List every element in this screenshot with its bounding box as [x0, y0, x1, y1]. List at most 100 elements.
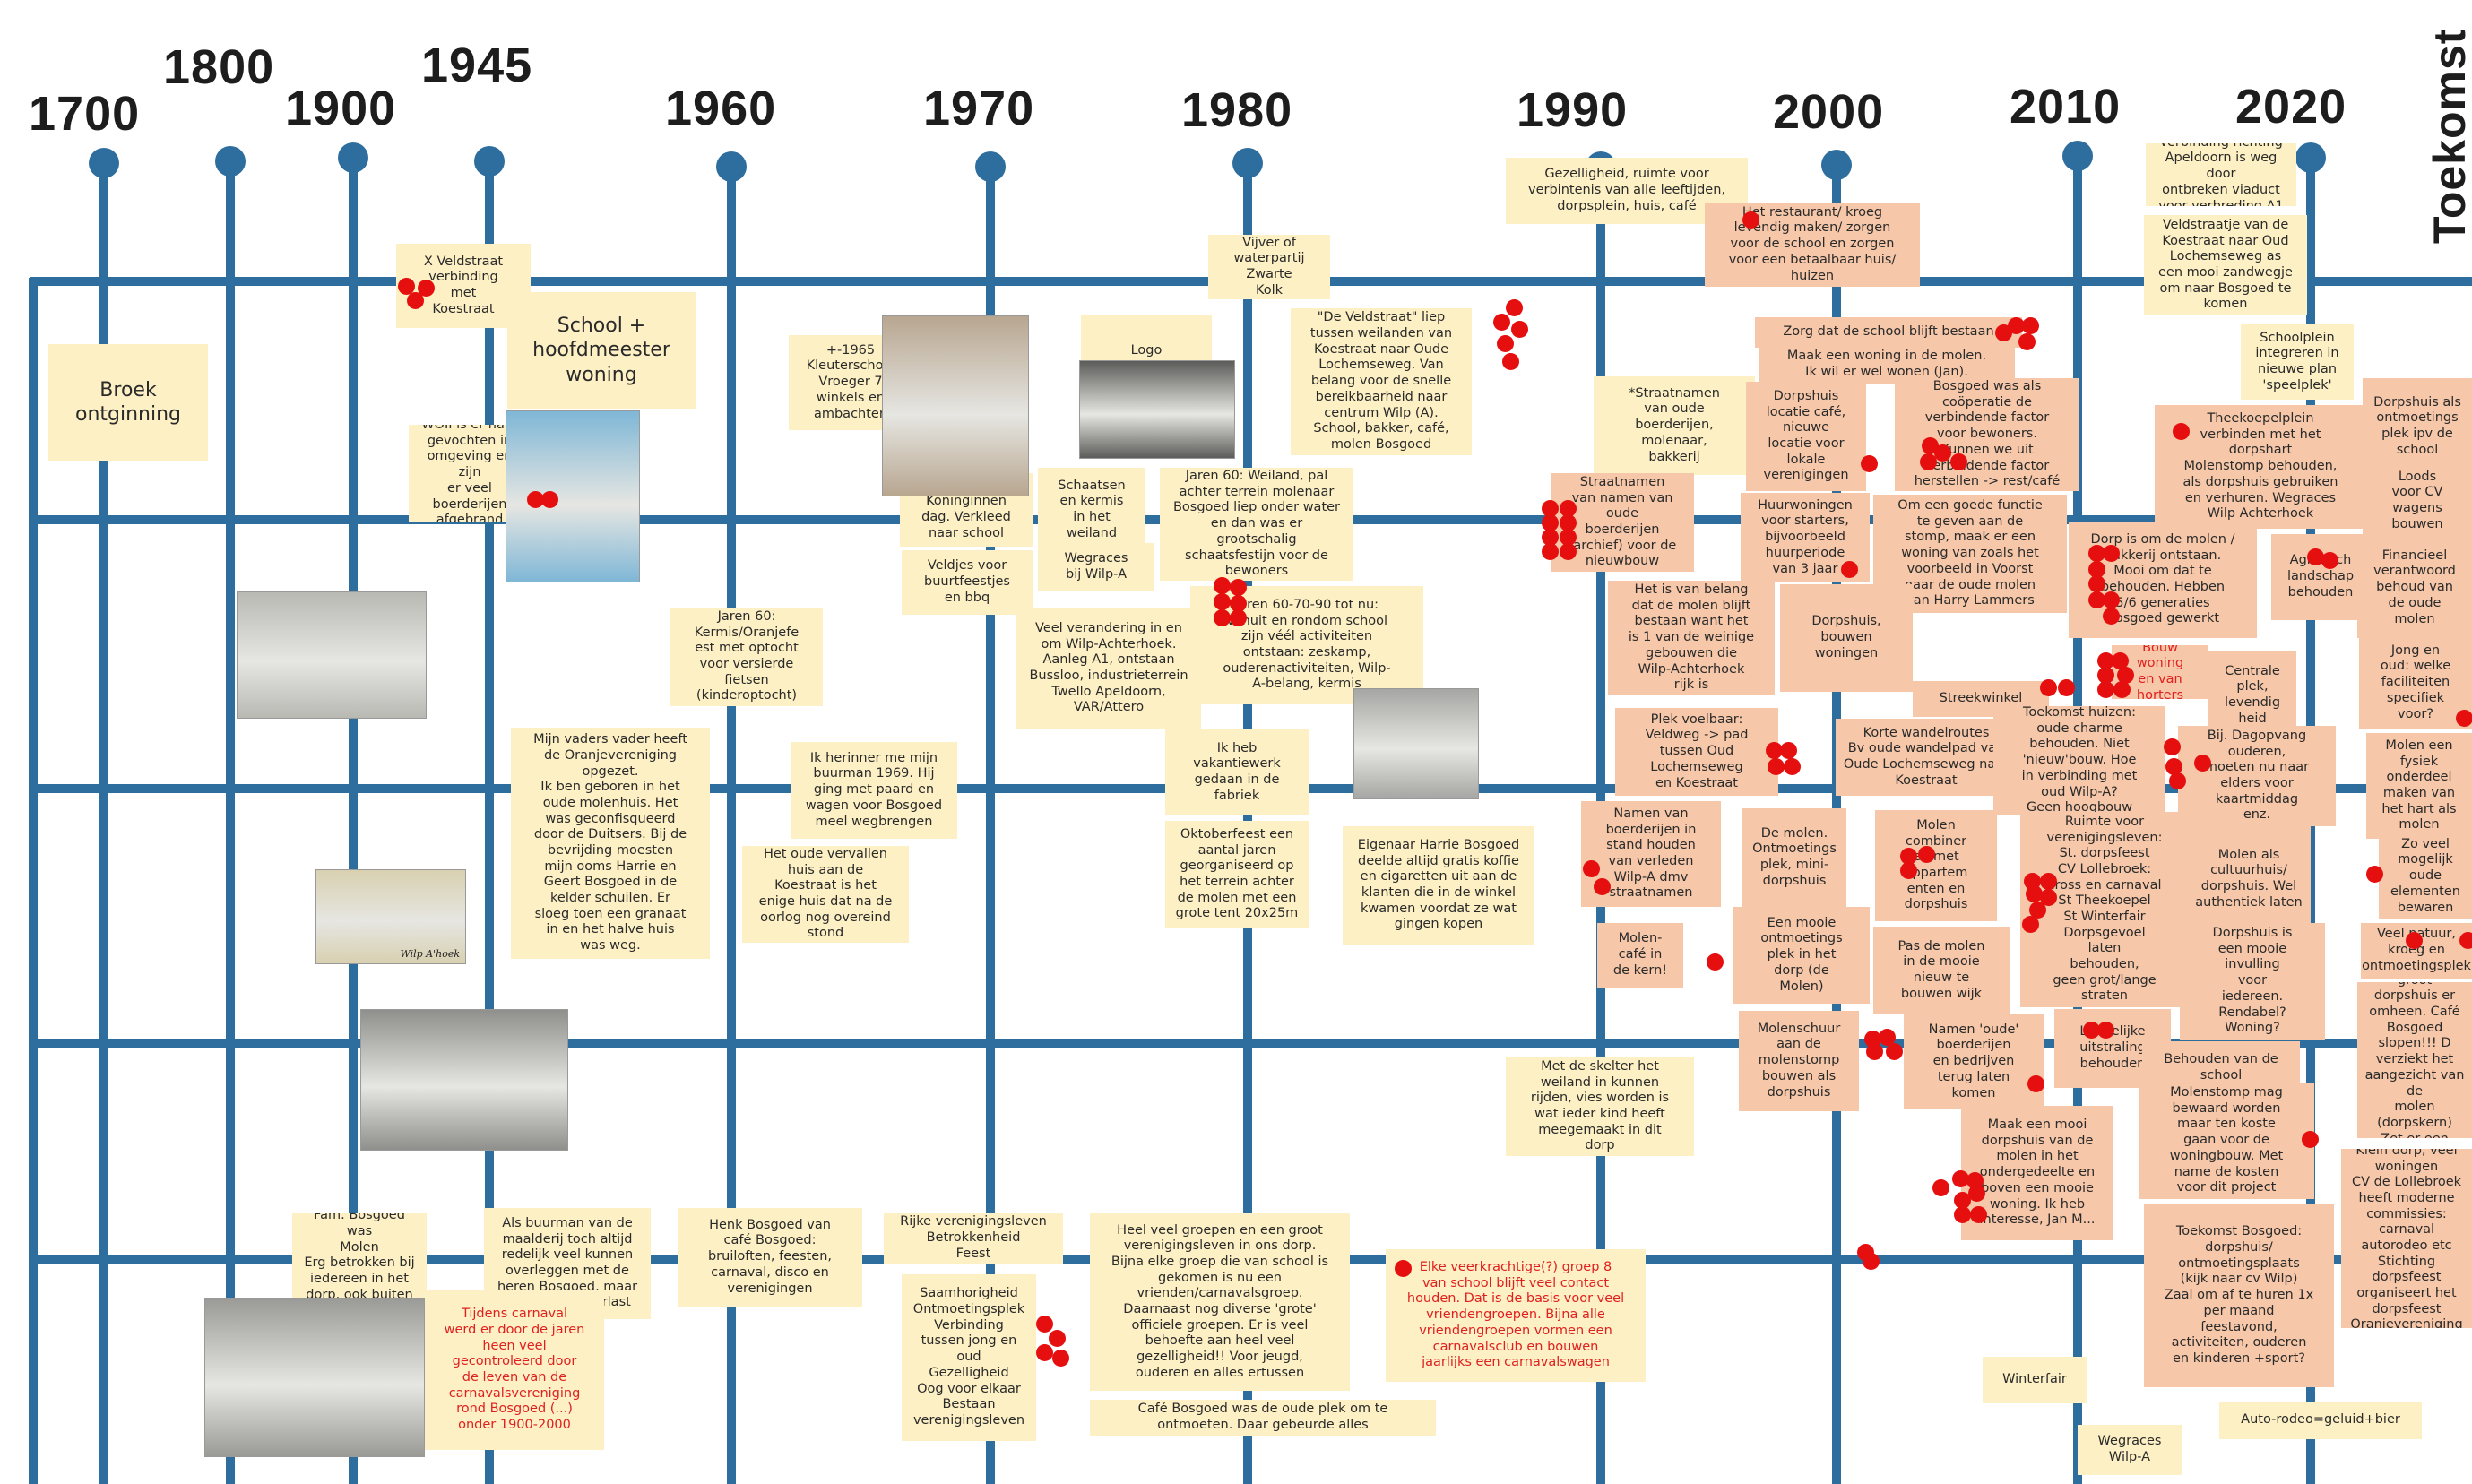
vote-dot: [1707, 953, 1724, 971]
sticky-note: Namen 'oude' boerderijen en bedrijven te…: [1904, 1014, 2044, 1109]
year-label-2020: 2020: [2235, 80, 2347, 134]
sticky-note-text: Café Bosgoed was de oude plek om te ontm…: [1137, 1402, 1388, 1432]
sticky-note: Saamhorigheid Ontmoetingsplek Verbinding…: [902, 1274, 1036, 1441]
year-dot-7: [1232, 148, 1263, 178]
vote-dot: [1866, 1043, 1883, 1060]
vote-dot: [1970, 1206, 1987, 1223]
sticky-note: Schaatsen en kermis in het weiland: [1038, 468, 1145, 552]
sticky-note: Bosgoed was als coöperatie de verbindend…: [1895, 378, 2079, 491]
sticky-note-text: Maak een mooi dorpshuis van de molen in …: [1979, 1117, 2096, 1228]
vote-dot: [541, 491, 558, 508]
vote-dot: [1954, 1192, 1971, 1209]
future-label: Toekomst: [2424, 28, 2472, 244]
vote-dot: [1861, 455, 1878, 472]
sticky-note-text: Behouden van de school: [2164, 1052, 2278, 1083]
vote-dot: [1841, 561, 1858, 578]
sticky-note-text: Molen- café in de kern!: [1612, 931, 1668, 978]
sticky-note: Korte wandelroutes Bv oude wandelpad van…: [1836, 719, 2017, 796]
historic-photo: [237, 591, 427, 719]
vote-dot: [1502, 353, 1519, 370]
sticky-note-text: Dorpshuis locatie café, nieuwe locatie v…: [1763, 388, 1849, 483]
sticky-note-text: X Veldstraat verbinding met Koestraat: [423, 254, 504, 316]
sticky-note-text: Saamhorigheid Ontmoetingsplek Verbinding…: [912, 1286, 1025, 1428]
sticky-note-text: Molen een fysiek onderdeel maken van het…: [2381, 738, 2457, 833]
sticky-note-text: Tijdens carnaval werd er door de jaren h…: [444, 1307, 585, 1433]
vote-dot: [1542, 529, 1559, 546]
historic-photo: Wilp A'hoek: [315, 869, 466, 964]
sticky-note: Molen combiner en met appartem enten en …: [1875, 810, 1997, 921]
vote-dot: [2040, 679, 2057, 696]
vote-dot: [1214, 577, 1231, 594]
sticky-note-text: Streekwinkel: [1939, 691, 2023, 706]
sticky-note-text: Financieel verantwoord behoud van de oud…: [2373, 548, 2456, 626]
sticky-note-text: Jaren 60: Kermis/Oranjefe est met optoch…: [694, 608, 800, 703]
sticky-note: Veel verandering in en om Wilp-Achterhoe…: [1016, 608, 1201, 729]
historic-photo: [506, 410, 640, 582]
sticky-note: Maak een woning in de molen. Ik wil er w…: [1759, 346, 2015, 384]
vote-dot: [1049, 1330, 1066, 1347]
year-dot-9: [1821, 150, 1852, 180]
vote-dot: [1583, 860, 1600, 877]
sticky-note-text: Het is van belang dat de molen blijft be…: [1628, 582, 1755, 693]
vote-dot: [1560, 543, 1577, 560]
vote-dot: [1036, 1316, 1053, 1333]
vote-dot: [1918, 846, 1935, 863]
year-dot-2: [215, 146, 246, 177]
sticky-note-text: Jaren 60: Weiland, pal achter terrein mo…: [1172, 469, 1341, 579]
sticky-note-text: Bij. Dagopvang ouderen, moeten nu naar e…: [2204, 728, 2310, 823]
sticky-note-text: Namen van boerderijen in stand houden va…: [1605, 806, 1697, 901]
sticky-note-text: Wegraces Wilp-A: [2097, 1434, 2162, 1464]
year-label-1970: 1970: [923, 82, 1035, 135]
sticky-note: Financieel verantwoord behoud van de oud…: [2357, 538, 2472, 638]
sticky-note-text: Ik herinner me mijn buurman 1969. Hij gi…: [805, 750, 943, 829]
vote-dot: [2026, 885, 2043, 902]
vote-dot: [2169, 772, 2186, 789]
sticky-note-text: Toekomst huizen: oude charme behouden. N…: [2021, 706, 2138, 815]
sticky-note-text: +-1965 Kleuterschool Vroeger 7 winkels e…: [806, 342, 895, 421]
sticky-note: Oktoberfeest een aantal jaren georganise…: [1165, 821, 1309, 928]
vote-dot: [2459, 932, 2472, 949]
vote-dot: [1766, 742, 1783, 759]
vote-dot: [1560, 514, 1577, 531]
sticky-note: Veel natuur, kroeg en ontmoetingsplek: [2361, 923, 2472, 979]
year-label-1945: 1945: [421, 39, 533, 92]
sticky-note-text: "De Veldstraat" liep tussen weilanden va…: [1309, 310, 1453, 452]
sticky-note: Molen behouden met mooi groot dorpshuis …: [2357, 982, 2472, 1138]
sticky-note: Zo veel mogelijk oude elementen bewaren: [2379, 833, 2472, 919]
vote-dot: [1493, 314, 1510, 331]
vote-dot: [2103, 545, 2120, 562]
vote-dot: [2018, 333, 2036, 350]
vote-dot: [2117, 667, 2134, 684]
vote-dot: [1886, 1043, 1903, 1060]
sticky-note: Het restaurant/ kroeg levendig maken/ zo…: [1705, 203, 1920, 287]
vote-dot: [1052, 1350, 1069, 1367]
sticky-note-text: Schoolplein integreren in nieuwe plan 's…: [2255, 330, 2339, 393]
sticky-note-text: Een mooie ontmoetings plek in het dorp (…: [1760, 915, 1843, 994]
year-dot-11: [2295, 142, 2326, 173]
sticky-note-text: Namen 'oude' boerderijen en bedrijven te…: [1928, 1022, 2019, 1100]
sticky-note-text: Om een goede functie te geven aan de sto…: [1897, 498, 2043, 608]
sticky-note: Toekomst Bosgoed: dorpshuis/ ontmoetings…: [2144, 1204, 2334, 1387]
vote-dot: [2321, 552, 2338, 569]
sticky-note: Een mooie ontmoetings plek in het dorp (…: [1733, 907, 1870, 1004]
vote-dot: [1934, 444, 1951, 462]
sticky-note-text: Pas de molen in de mooie nieuw te bouwen…: [1897, 938, 1985, 1001]
vote-dot: [2103, 608, 2120, 625]
vote-dot: [1879, 1029, 1896, 1046]
sticky-note-text: Jong en oud: welke faciliteiten specifie…: [2380, 643, 2451, 721]
vote-dot: [2307, 548, 2324, 565]
vote-dot: [1230, 595, 1247, 612]
sticky-note-text: Dorpshuis als ontmoetings plek ipv de sc…: [2373, 394, 2461, 457]
sticky-note: Molen een fysiek onderdeel maken van het…: [2366, 733, 2472, 839]
sticky-note-text: *Straatnamen van oude boerderijen, molen…: [1629, 385, 1720, 464]
vote-dot: [2164, 738, 2181, 755]
vote-dot: [1511, 321, 1528, 338]
year-dot-10: [2062, 141, 2093, 171]
vote-dot: [1395, 1260, 1412, 1277]
vote-dot: [1542, 543, 1559, 560]
vote-dot: [1742, 211, 1759, 229]
sticky-note-text: Veldjes voor buurtfeestjes en bbq: [924, 558, 1010, 605]
vote-dot: [2097, 667, 2114, 684]
sticky-note-text: Eigenaar Harrie Bosgoed deelde altijd gr…: [1357, 837, 1520, 932]
vote-dot: [1036, 1344, 1053, 1361]
